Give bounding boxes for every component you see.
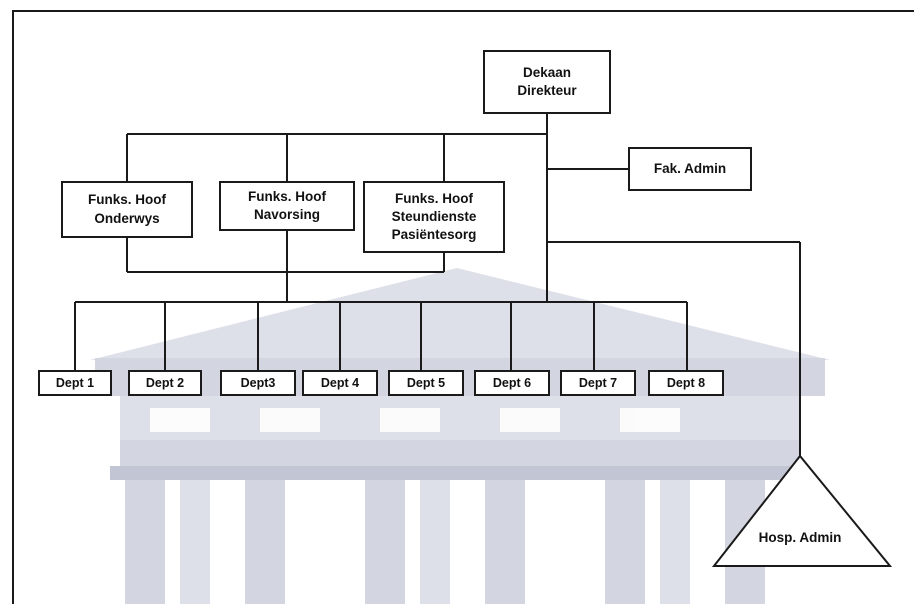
head-area: Navorsing [254,206,320,224]
dept-box: Dept 5 [388,370,464,396]
dept-box: Dept 7 [560,370,636,396]
dept-box: Dept 1 [38,370,112,396]
dekaan-label: Dekaan [523,64,571,82]
head-area-2: Pasiëntesorg [392,226,477,244]
head-onderwys-box: Funks. Hoof Onderwys [61,181,193,238]
head-area: Onderwys [94,210,159,228]
head-title: Funks. Hoof [248,188,326,206]
head-title: Funks. Hoof [88,191,166,209]
dept-box: Dept3 [220,370,296,396]
head-steundienste-box: Funks. Hoof Steundienste Pasiëntesorg [363,181,505,253]
head-area: Steundienste [392,208,477,226]
fak-admin-box: Fak. Admin [628,147,752,191]
dept-box: Dept 6 [474,370,550,396]
head-title: Funks. Hoof [395,190,473,208]
dept-box: Dept 8 [648,370,724,396]
head-navorsing-box: Funks. Hoof Navorsing [219,181,355,231]
hosp-admin-label: Hosp. Admin [742,530,858,545]
fak-admin-label: Fak. Admin [654,160,726,178]
dekaan-direkteur-box: Dekaan Direkteur [483,50,611,114]
direkteur-label: Direkteur [517,82,576,100]
dept-box: Dept 4 [302,370,378,396]
dept-box: Dept 2 [128,370,202,396]
